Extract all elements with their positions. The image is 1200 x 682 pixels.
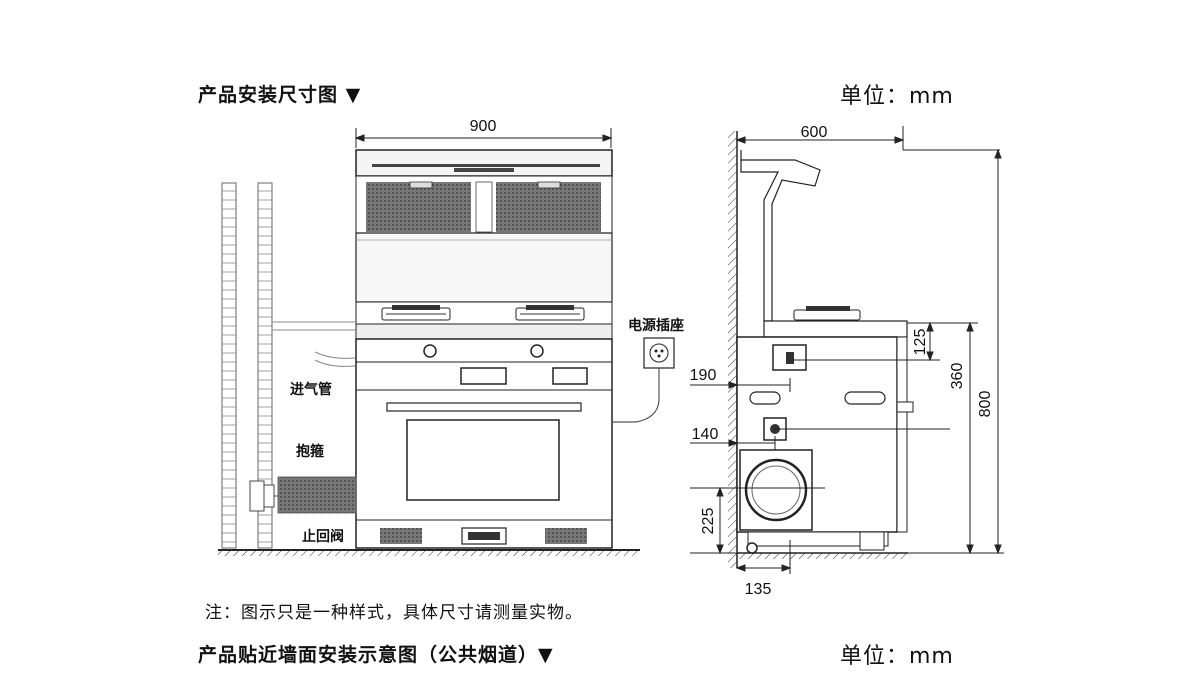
- hose-coil: [277, 476, 357, 514]
- oven-window: [406, 419, 560, 501]
- right-burner: [515, 305, 585, 321]
- side-cooktop: [763, 306, 908, 359]
- width-dim-label: 900: [470, 118, 497, 135]
- wall-bricks: [221, 182, 273, 549]
- side-cabinet: [736, 336, 914, 554]
- side-vent-left: [749, 391, 781, 405]
- clamp-label: 抱箍: [296, 443, 324, 459]
- right-knob: [530, 344, 544, 358]
- footer-title: 产品贴近墙面安装示意图（公共烟道）▼: [198, 644, 554, 666]
- side-socket-box: [772, 344, 807, 371]
- hood: [355, 149, 613, 303]
- side-vent-right: [844, 391, 886, 405]
- dim-225-label: 225: [700, 508, 717, 535]
- left-knob: [423, 344, 437, 358]
- left-burner: [381, 305, 451, 321]
- cooktop: [355, 301, 613, 340]
- footer-unit-label: 单位：mm: [840, 644, 954, 669]
- control-panel: [552, 367, 588, 385]
- front-view: 900: [218, 118, 675, 556]
- side-hood: [740, 150, 821, 322]
- dim-135-label: 135: [745, 581, 772, 598]
- left-grille: [366, 182, 471, 232]
- inlet-label: 进气管: [290, 381, 332, 397]
- socket-label: 电源插座: [628, 317, 684, 333]
- dim-190-label: 190: [690, 367, 717, 384]
- left-vent: [380, 528, 422, 544]
- right-grille: [496, 182, 601, 232]
- side-wall-hatch: [728, 131, 737, 568]
- cabinet: [355, 338, 613, 549]
- display-panel: [460, 367, 507, 385]
- triangle-down-icon: ▼: [345, 84, 362, 106]
- valve-assembly: [249, 476, 357, 514]
- unit-label: 单位：mm: [840, 84, 954, 109]
- caster-wheel: [746, 542, 758, 554]
- side-view: [690, 126, 1004, 574]
- disclaimer-note: 注：图示只是一种样式，具体尺寸请测量实物。: [205, 603, 583, 623]
- triangle-down-icon: ▼: [538, 644, 554, 666]
- valve-label: 止回阀: [302, 528, 344, 544]
- power-socket: [612, 337, 675, 423]
- dim-140-label: 140: [692, 426, 719, 443]
- depth-dim-label: 600: [801, 124, 828, 141]
- floor-hatch: [218, 550, 638, 556]
- right-vent: [545, 528, 587, 544]
- section-title: 产品安装尺寸图 ▼: [198, 84, 362, 106]
- side-dimensions: [690, 126, 1004, 574]
- gas-inlet-pipe: [272, 321, 356, 367]
- dim-360-label: 360: [949, 363, 966, 390]
- oven-handle: [386, 402, 582, 412]
- width-dimension: [354, 128, 613, 148]
- height-dim-label: 800: [977, 391, 994, 418]
- dim-125-label: 125: [912, 329, 929, 356]
